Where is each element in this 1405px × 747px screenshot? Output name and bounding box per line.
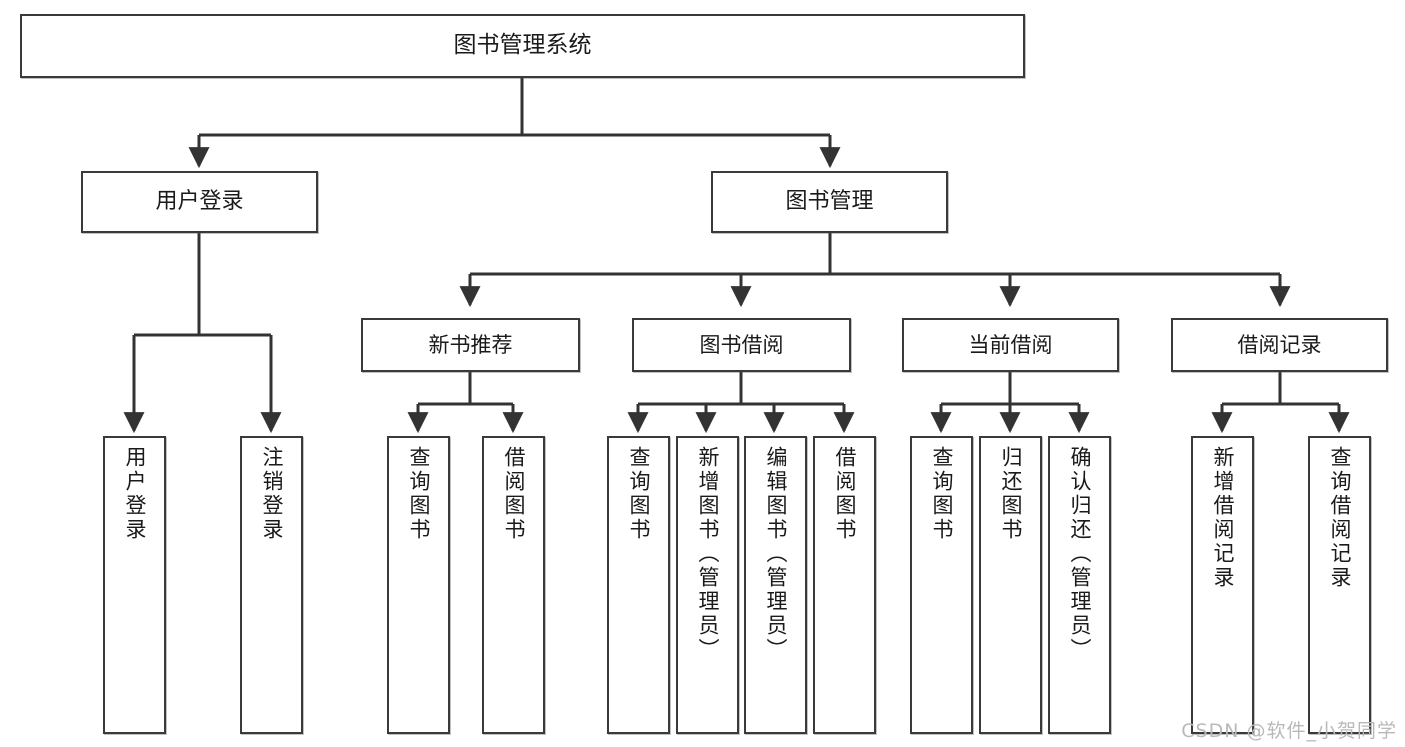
node-label: 图书借阅 [699, 332, 784, 357]
node-label: 新增图书（管理员） [696, 446, 720, 662]
node-label: 新书推荐 [428, 332, 513, 357]
node-label: 归还图书 [999, 446, 1023, 542]
node-label: 新增借阅记录 [1211, 446, 1235, 590]
leaf-query-borrow-record[interactable]: 查询借阅记录 [1308, 436, 1371, 734]
node-book-borrow[interactable]: 图书借阅 [632, 318, 851, 372]
leaf-borrow-book-recommend[interactable]: 借阅图书 [482, 436, 545, 734]
leaf-return-book[interactable]: 归还图书 [979, 436, 1042, 734]
node-root-system[interactable]: 图书管理系统 [20, 14, 1025, 78]
node-borrow-record[interactable]: 借阅记录 [1171, 318, 1388, 372]
node-label: 借阅图书 [833, 446, 857, 542]
node-book-management[interactable]: 图书管理 [711, 171, 948, 233]
node-label: 注销登录 [260, 446, 284, 542]
leaf-query-book-recommend[interactable]: 查询图书 [387, 436, 450, 734]
leaf-confirm-return[interactable]: 确认归还（管理员） [1048, 436, 1111, 734]
node-new-book-recommend[interactable]: 新书推荐 [361, 318, 580, 372]
leaf-user-login[interactable]: 用户登录 [103, 436, 166, 734]
node-label: 查询图书 [407, 446, 431, 542]
leaf-borrow-book[interactable]: 借阅图书 [813, 436, 876, 734]
node-label: 当前借阅 [968, 332, 1053, 357]
node-current-borrow[interactable]: 当前借阅 [902, 318, 1119, 372]
leaf-query-book-current[interactable]: 查询图书 [910, 436, 973, 734]
node-label: 查询借阅记录 [1328, 446, 1352, 590]
node-label: 查询图书 [627, 446, 651, 542]
leaf-edit-book[interactable]: 编辑图书（管理员） [744, 436, 807, 734]
leaf-query-book-borrow[interactable]: 查询图书 [607, 436, 670, 734]
leaf-add-book[interactable]: 新增图书（管理员） [676, 436, 739, 734]
node-label: 查询图书 [930, 446, 954, 542]
node-label: 用户登录 [155, 189, 244, 215]
leaf-add-borrow-record[interactable]: 新增借阅记录 [1191, 436, 1254, 734]
node-label: 编辑图书（管理员） [764, 446, 788, 662]
node-user-login[interactable]: 用户登录 [81, 171, 318, 233]
node-label: 图书管理系统 [453, 32, 592, 59]
node-label: 借阅图书 [502, 446, 526, 542]
csdn-watermark: CSDN @软件_小贺同学 [1181, 720, 1397, 742]
node-label: 确认归还（管理员） [1068, 446, 1092, 662]
leaf-logout-login[interactable]: 注销登录 [240, 436, 303, 734]
node-label: 借阅记录 [1237, 332, 1322, 357]
node-label: 图书管理 [785, 189, 874, 215]
node-label: 用户登录 [123, 446, 147, 542]
